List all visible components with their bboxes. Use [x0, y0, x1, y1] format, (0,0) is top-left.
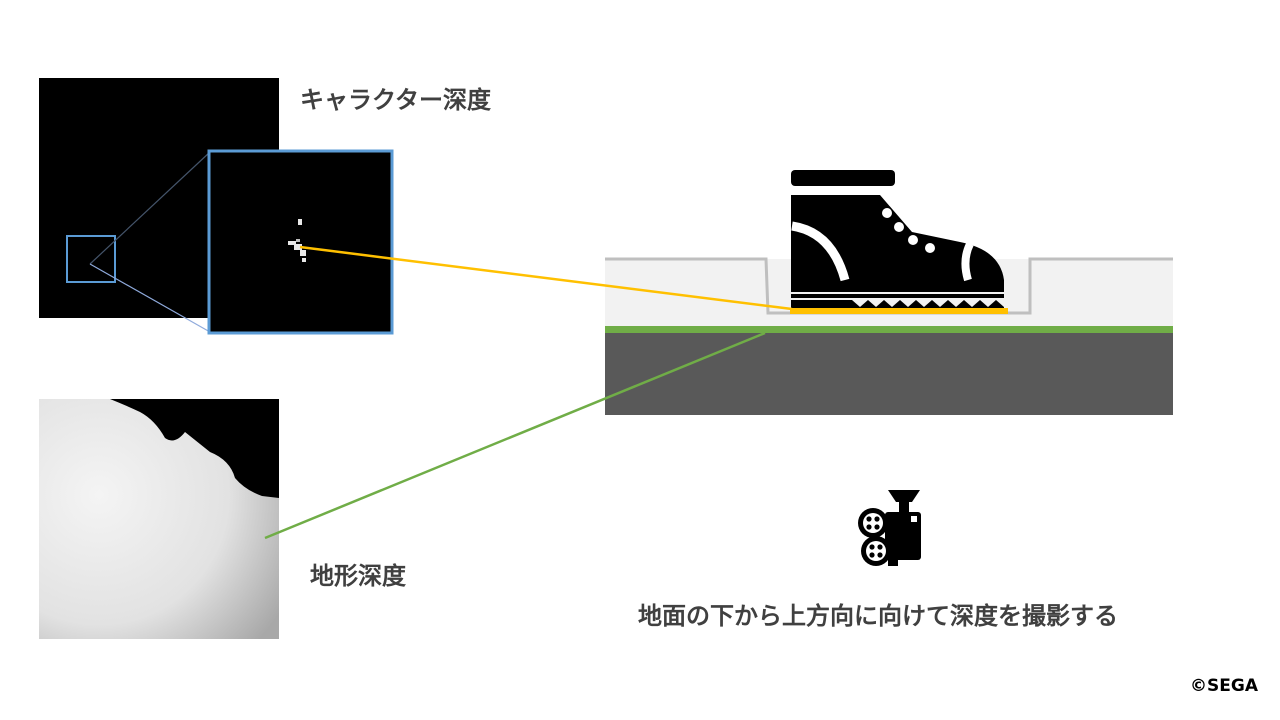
- boot-icon: [791, 170, 1004, 310]
- film-camera-icon: [858, 490, 921, 566]
- zoom-connector-top: [89, 151, 211, 265]
- ground-body: [605, 332, 1173, 415]
- terrain-ray: [264, 331, 766, 540]
- caption-text: 地面の下から上方向に向けて深度を撮影する: [638, 602, 1118, 630]
- ground-grass-line: [605, 326, 1173, 333]
- terrain-depth-label: 地形深度: [310, 562, 406, 590]
- zoom-region-box: [66, 235, 116, 283]
- zoomed-depth-image: [207, 149, 394, 335]
- terrain-depth-image: [39, 399, 279, 639]
- zoom-connector-bottom: [89, 263, 211, 333]
- character-ray: [299, 245, 793, 311]
- copyright-text: ©SEGA: [1190, 676, 1258, 696]
- character-depth-label: キャラクター深度: [300, 86, 492, 114]
- footprint-depth-pixels: [288, 219, 306, 262]
